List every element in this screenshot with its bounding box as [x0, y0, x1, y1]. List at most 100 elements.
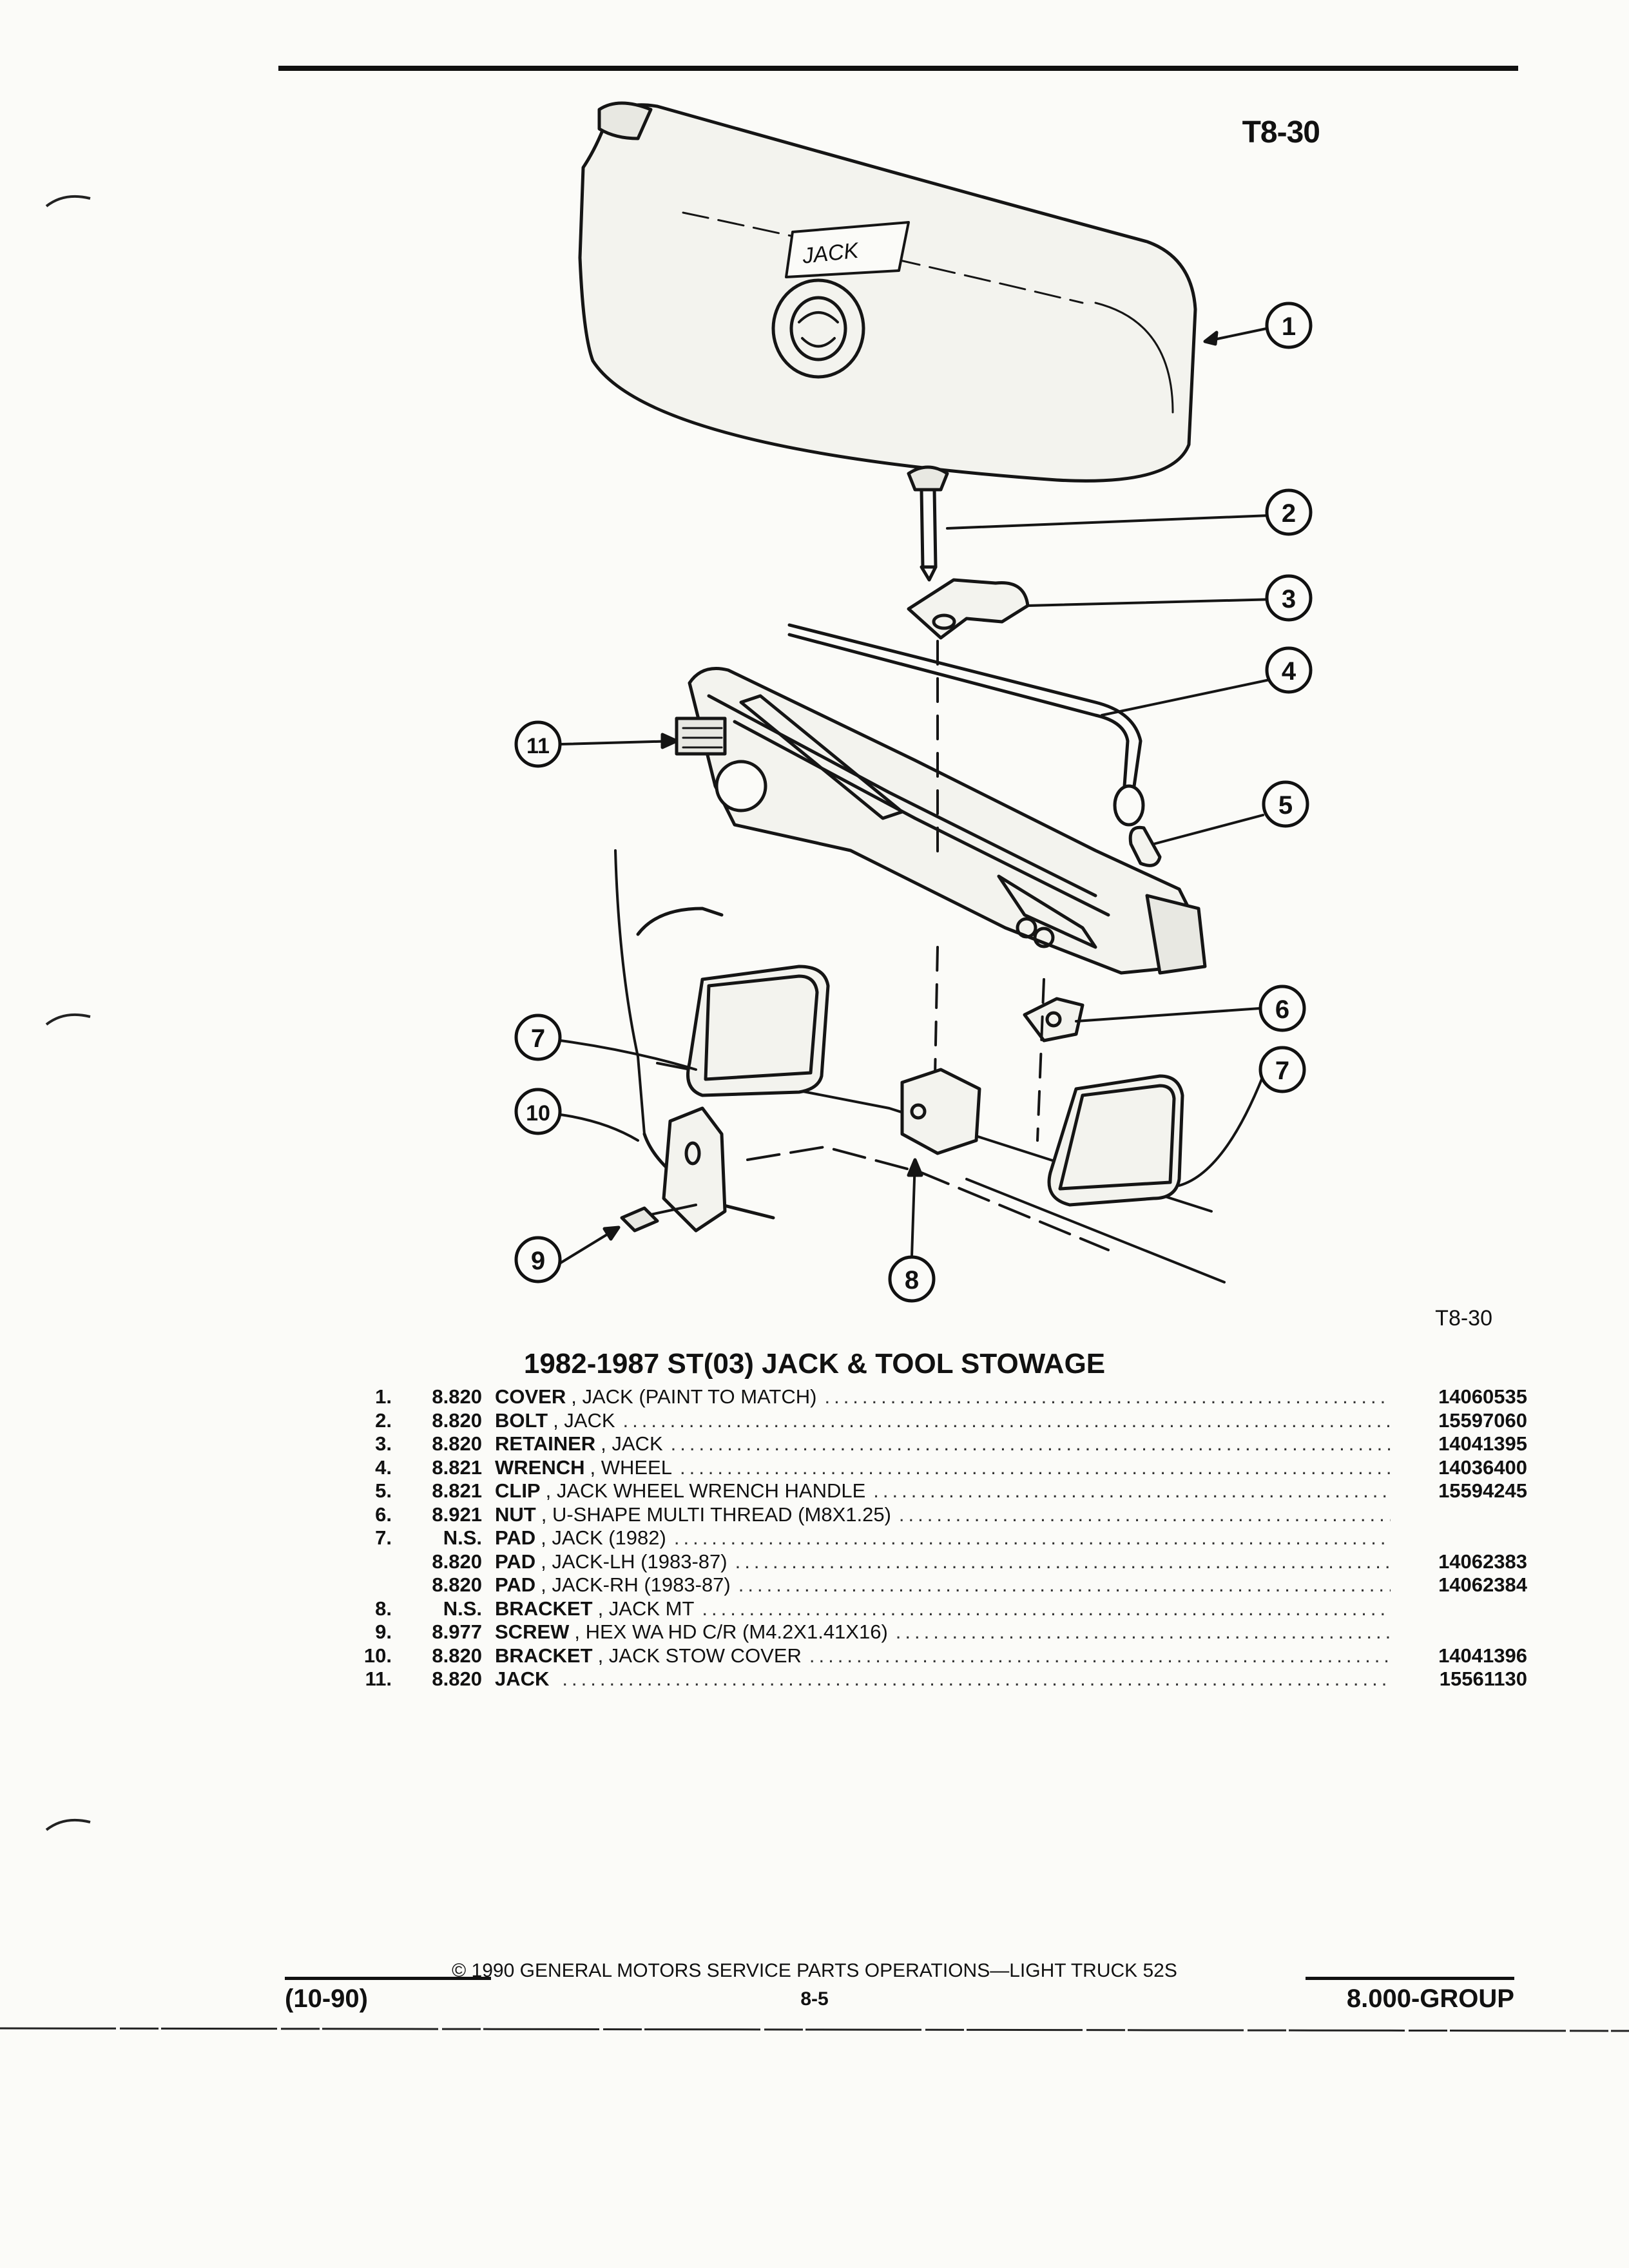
svg-text:2: 2 [1282, 499, 1296, 528]
plate-number-top: T8-30 [1242, 115, 1320, 149]
item-number: 1. [375, 1385, 392, 1408]
callout-11: 11 [514, 720, 562, 768]
part-number [1398, 1503, 1527, 1527]
callout-3: 3 [1265, 574, 1313, 622]
group-number: 8.820 [432, 1644, 482, 1667]
svg-text:1: 1 [1282, 312, 1296, 341]
part-name: RETAINER [495, 1432, 596, 1455]
plate-number-bottom: T8-30 [1435, 1306, 1492, 1331]
parts-row: 7. N.S. PAD , JACK (1982) ..............… [335, 1526, 1527, 1550]
leader-dots: ........................................… [622, 1408, 1391, 1432]
group-number: 8.921 [432, 1503, 482, 1526]
svg-text:8: 8 [905, 1266, 919, 1294]
footer-rule-right [1306, 1977, 1514, 1980]
parts-row: 2. 8.820 BOLT , JACK ...................… [335, 1409, 1527, 1433]
group-number: 8.821 [432, 1456, 482, 1479]
svg-text:7: 7 [531, 1024, 545, 1053]
wheel-wrench-drawing [787, 623, 1271, 827]
hex-screw-drawing [559, 1204, 697, 1264]
item-number: 2. [375, 1408, 392, 1432]
jack-mount-bracket-drawing [900, 1068, 981, 1258]
svg-text:3: 3 [1282, 585, 1296, 613]
group-number: 8.820 [432, 1573, 482, 1596]
callout-8: 8 [888, 1255, 936, 1303]
parts-row: 10. 8.820 BRACKET , JACK STOW COVER ....… [335, 1644, 1527, 1668]
group-number: 8.977 [432, 1620, 482, 1643]
parts-row: 3. 8.820 RETAINER , JACK ...............… [335, 1432, 1527, 1456]
item-number: 3. [375, 1432, 392, 1455]
leader-dots: ........................................… [562, 1667, 1391, 1690]
svg-text:5: 5 [1278, 791, 1293, 820]
jack-drawing [559, 667, 1207, 975]
parts-row: 1. 8.820 COVER , JACK (PAINT TO MATCH) .… [335, 1385, 1527, 1409]
leader-dots: ........................................… [809, 1644, 1391, 1667]
item-number [335, 1550, 392, 1574]
group-label: 8.000-GROUP [1346, 1984, 1514, 2013]
part-description: , JACK [601, 1432, 663, 1455]
part-name: PAD [495, 1550, 536, 1573]
callout-10: 10 [514, 1088, 562, 1135]
part-number [1398, 1620, 1527, 1644]
part-number: 14041396 [1438, 1644, 1527, 1667]
part-name: PAD [495, 1573, 536, 1596]
u-shape-nut-drawing [1023, 997, 1261, 1043]
group-number: 8.820 [432, 1408, 482, 1432]
jack-pad-rh-drawing [1047, 1074, 1264, 1207]
part-description: , JACK (1982) [541, 1526, 666, 1549]
svg-text:10: 10 [526, 1101, 550, 1126]
leader-dots: ........................................… [670, 1432, 1391, 1455]
revision-date: (10-90) [285, 1984, 368, 2013]
leader-dots: ........................................… [898, 1503, 1391, 1526]
bottom-rule [0, 2027, 1629, 2032]
part-number: 15561130 [1439, 1667, 1527, 1690]
part-name: JACK [495, 1667, 550, 1690]
wrench-clip-drawing [1128, 814, 1264, 867]
part-description: , JACK-LH (1983-87) [541, 1550, 728, 1573]
part-name: PAD [495, 1526, 536, 1549]
svg-text:9: 9 [531, 1247, 545, 1275]
group-number: 8.820 [432, 1385, 482, 1408]
part-number: 14062383 [1438, 1550, 1527, 1573]
part-description: , JACK [553, 1408, 615, 1432]
part-description: , U-SHAPE MULTI THREAD (M8X1.25) [541, 1503, 891, 1526]
item-number: 6. [375, 1503, 392, 1526]
part-number: 15597060 [1438, 1408, 1527, 1432]
part-name: BRACKET [495, 1597, 593, 1620]
parts-row: 4. 8.821 WRENCH , WHEEL ................… [335, 1456, 1527, 1480]
leader-dots: ........................................… [673, 1526, 1391, 1549]
part-name: SCREW [495, 1620, 570, 1643]
item-number: 5. [375, 1479, 392, 1502]
leader-dots: ........................................… [895, 1620, 1391, 1643]
leader-dots: ........................................… [679, 1456, 1391, 1479]
exploded-view-illustration: 1 2 3 4 5 6 7 7 8 9 10 11 JACK [514, 101, 1313, 1303]
group-number: N.S. [443, 1597, 482, 1620]
item-number: 11. [365, 1667, 392, 1690]
part-number [1398, 1526, 1527, 1550]
parts-row: 6. 8.921 NUT , U-SHAPE MULTI THREAD (M8X… [335, 1503, 1527, 1527]
jack-bolt-drawing [907, 465, 1271, 582]
cover-jack-label: JACK [800, 238, 860, 269]
leader-dots: ........................................… [824, 1385, 1391, 1408]
item-number: 10. [363, 1644, 392, 1667]
leader-dots: ........................................… [702, 1597, 1391, 1620]
part-description: , WHEEL [590, 1456, 672, 1479]
stow-cover-bracket-drawing [559, 1106, 727, 1233]
group-number: N.S. [443, 1526, 482, 1549]
part-name: BOLT [495, 1408, 548, 1432]
part-name: WRENCH [495, 1456, 585, 1479]
part-description: , JACK STOW COVER [597, 1644, 802, 1667]
part-description: , JACK MT [597, 1597, 695, 1620]
part-number: 15594245 [1438, 1479, 1527, 1502]
group-number: 8.820 [432, 1667, 482, 1690]
svg-text:4: 4 [1282, 657, 1296, 686]
part-name: BRACKET [495, 1644, 593, 1667]
callout-1: 1 [1265, 302, 1313, 349]
parts-row: 11. 8.820 JACK .........................… [335, 1667, 1527, 1691]
svg-text:7: 7 [1275, 1057, 1289, 1085]
callout-7-left: 7 [514, 1014, 562, 1061]
group-number: 8.820 [432, 1432, 482, 1455]
item-number: 8. [375, 1597, 392, 1620]
callout-2: 2 [1265, 488, 1313, 536]
part-description: , JACK WHEEL WRENCH HANDLE [545, 1479, 866, 1502]
group-number: 8.820 [432, 1550, 482, 1573]
